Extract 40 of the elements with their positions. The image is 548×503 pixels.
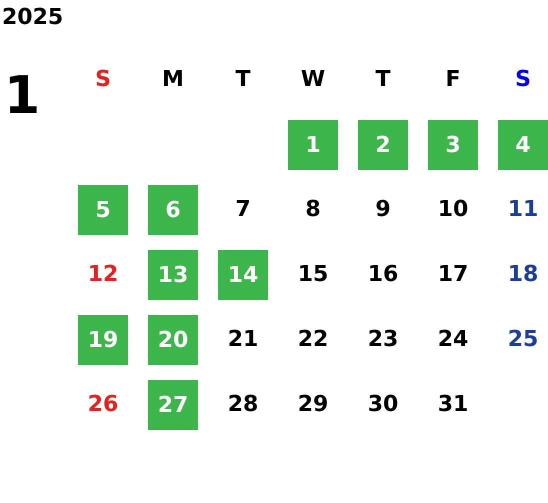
highlighted-day: 27	[148, 380, 198, 430]
day-number: 7	[235, 199, 251, 221]
day-number: 22	[298, 329, 328, 351]
day-number: 16	[368, 264, 398, 286]
highlighted-day: 1	[288, 120, 338, 170]
year-label: 2025	[2, 7, 64, 29]
highlighted-day: 6	[148, 185, 198, 235]
weekday-label: W	[300, 69, 326, 91]
day-number: 11	[508, 199, 538, 221]
day-number: 9	[375, 199, 391, 221]
highlighted-day: 4	[498, 120, 548, 170]
weekday-label: T	[236, 69, 250, 91]
highlighted-day: 3	[428, 120, 478, 170]
highlighted-day: 2	[358, 120, 408, 170]
highlighted-day: 20	[148, 315, 198, 365]
day-number: 15	[298, 264, 328, 286]
weekday-label: T	[376, 69, 390, 91]
day-number: 23	[368, 329, 398, 351]
weekday-label: S	[95, 69, 111, 91]
day-number: 30	[368, 394, 398, 416]
weekday-label: S	[515, 69, 531, 91]
day-number: 21	[228, 329, 258, 351]
day-number: 28	[228, 394, 258, 416]
day-number: 26	[88, 394, 118, 416]
highlighted-day: 19	[78, 315, 128, 365]
highlighted-day: 5	[78, 185, 128, 235]
day-number: 17	[438, 264, 468, 286]
day-number: 12	[88, 264, 118, 286]
day-number: 10	[438, 199, 468, 221]
weekday-label: F	[445, 69, 461, 91]
month-number: 1	[4, 70, 40, 122]
day-number: 24	[438, 329, 468, 351]
weekday-label: M	[162, 69, 184, 91]
day-number: 8	[305, 199, 321, 221]
day-number: 31	[438, 394, 468, 416]
day-number: 29	[298, 394, 328, 416]
day-number: 25	[508, 329, 538, 351]
highlighted-day: 14	[218, 250, 268, 300]
highlighted-day: 13	[148, 250, 198, 300]
day-number: 18	[508, 264, 538, 286]
